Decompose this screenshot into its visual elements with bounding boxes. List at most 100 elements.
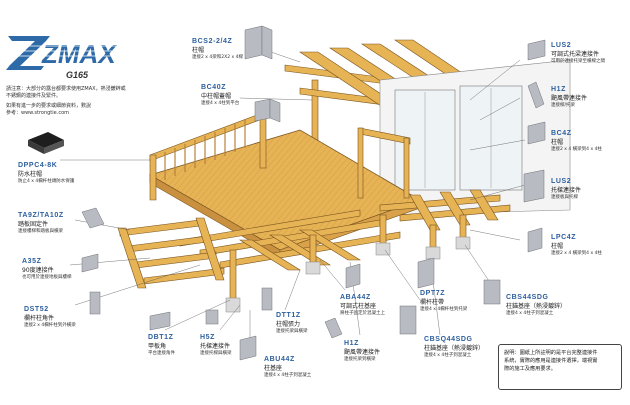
connector-name: 中柱帽蓋帽 bbox=[201, 93, 232, 100]
connector-name: 可調式托梁連接件 bbox=[551, 51, 600, 58]
zmax-logo-graphic: ZMAX bbox=[6, 36, 126, 70]
bracket-icon bbox=[254, 98, 281, 123]
connector-name: 90度連接件 bbox=[22, 267, 54, 274]
connector-label: DPPC4-8K 防水柱帽 防止4 x 4欄杆柱頭防水保護 bbox=[18, 162, 74, 184]
connector-code: DTT1Z bbox=[276, 312, 301, 319]
connector-desc: 平台連接角件 bbox=[148, 351, 175, 356]
connector-code: BC40Z bbox=[201, 84, 227, 91]
intro-line: 參考：www.strongtie.com bbox=[6, 110, 70, 116]
connector-label: LPC4Z 柱帽 連接2 x 4 橫梁到4 x 4柱 bbox=[551, 234, 602, 256]
connector-label: LUS2 可調式托梁連接件 可用於連接托梁至橫樑之間 bbox=[551, 42, 605, 64]
connector-name: 托樑連接件 bbox=[200, 343, 231, 350]
bracket-icon bbox=[527, 227, 543, 253]
connector-code: ABA44Z bbox=[340, 294, 371, 301]
connector-name: 颶風帶連接件 bbox=[551, 95, 588, 102]
post-base-icon bbox=[345, 263, 361, 289]
connector-label: BCS2-2/4Z 柱帽 連接2 x 4梁和2X2 x 4樑 bbox=[192, 38, 243, 60]
railings bbox=[149, 107, 411, 201]
connector-name: 甲板角 bbox=[148, 343, 167, 350]
connector-name: 柱錨基座（熱浸鍍鋅） bbox=[424, 345, 485, 352]
note-line: 際的施工及應用要求。 bbox=[504, 366, 556, 372]
connector-desc: 防止4 x 4欄杆柱頭防水保護 bbox=[18, 179, 75, 184]
connector-code: DST52 bbox=[24, 306, 49, 313]
connector-name: 柱錨基座（熱浸鍍鋅） bbox=[506, 303, 567, 310]
connector-desc: 連接2 x 4欄杆柱到外橫梁 bbox=[24, 323, 76, 328]
connector-label: DPT7Z 欄杆柱帶 連接4 x 4欄杆柱到托梁 bbox=[420, 290, 467, 312]
connector-name: 颶風帶連接件 bbox=[344, 349, 381, 356]
bracket-icon bbox=[244, 25, 273, 60]
connector-name: 可調式柱基座 bbox=[340, 303, 377, 310]
note-line: 說明：圖紙上所註明的是平台完整連接件 bbox=[504, 350, 598, 356]
connector-name: 欄杆柱角件 bbox=[24, 315, 55, 322]
connector-name: 托樑連接件 bbox=[551, 187, 582, 194]
connector-name: 防水柱帽 bbox=[18, 171, 43, 178]
connector-label: CBSQ44SDG 柱錨基座（熱浸鍍鋅） 連接4 x 4柱子到混凝土 bbox=[424, 336, 484, 358]
connector-desc: 連接2 x 4梁和2X2 x 4樑 bbox=[192, 55, 243, 60]
connector-code: CBSQ44SDG bbox=[424, 336, 473, 343]
connector-desc: 連接板與托樑 bbox=[551, 195, 578, 200]
tension-tie-icon bbox=[261, 287, 273, 311]
connector-desc: 連接托梁到橫梁 bbox=[344, 357, 376, 362]
connector-code: A35Z bbox=[22, 258, 42, 265]
angle-icon bbox=[81, 253, 99, 273]
zmax-logo: ZMAX bbox=[6, 32, 126, 80]
connector-code: DBT1Z bbox=[148, 334, 174, 341]
logo-brand-text: ZMAX bbox=[41, 39, 117, 69]
connector-name: 欄杆柱帶 bbox=[420, 299, 445, 306]
note-box: 說明：圖紙上所註明的是平台完整連接件 系統，實際的應用是連接件選擇，端視實 際的… bbox=[498, 344, 622, 390]
connector-desc: 連接樑/托梁 bbox=[551, 103, 576, 108]
connector-desc: 連接4 x 4柱到平台 bbox=[201, 101, 240, 106]
connector-desc: 連接托梁與橫梁 bbox=[276, 329, 308, 334]
connector-desc: 連接4 x 4柱子到混凝土 bbox=[264, 373, 312, 378]
connector-code: ABU44Z bbox=[264, 356, 295, 363]
bracket-icon bbox=[527, 121, 546, 145]
connector-code: DPT7Z bbox=[420, 290, 446, 297]
connector-label: H5Z 托樑連接件 連接托樑與橫梁 bbox=[200, 334, 232, 356]
connector-desc: 將柱子固定於混凝土上 bbox=[340, 311, 385, 316]
bracket-icon bbox=[527, 39, 546, 61]
connector-code: BCS2-2/4Z bbox=[192, 38, 233, 45]
tread-bracket-icon bbox=[81, 207, 105, 229]
hanger-icon bbox=[523, 169, 545, 203]
connector-name: 柱基座 bbox=[264, 365, 283, 372]
connector-name: 柱帽 bbox=[551, 243, 564, 250]
connector-code: LUS2 bbox=[551, 178, 572, 185]
connector-label: LUS2 托樑連接件 連接板與托樑 bbox=[551, 178, 581, 200]
connector-name: 柱帽 bbox=[192, 47, 205, 54]
post-anchor-icon bbox=[483, 279, 501, 305]
steps bbox=[117, 217, 225, 289]
model-number: G165 bbox=[66, 70, 89, 80]
connector-desc: 連接4 x 4柱子到混凝土 bbox=[424, 353, 472, 358]
connector-code: LPC4Z bbox=[551, 234, 577, 241]
connector-name: 柱帽張力 bbox=[276, 321, 301, 328]
intro-line: 如果有進一步的要求或細節資料，數說 bbox=[6, 103, 92, 109]
connector-code: H1Z bbox=[344, 340, 360, 347]
connector-desc: 連接樓梯和踏板與橫梁 bbox=[18, 229, 63, 234]
intro-line: 不銹鋼的連接件及緊件。 bbox=[6, 93, 62, 99]
connector-desc: 連接4 x 4欄杆柱到托梁 bbox=[420, 307, 468, 312]
connector-code: H1Z bbox=[551, 86, 567, 93]
connector-label: DBT1Z 甲板角 平台連接角件 bbox=[148, 334, 175, 356]
connector-label: BC40Z 中柱帽蓋帽 連接4 x 4柱到平台 bbox=[201, 84, 239, 106]
connector-desc: 連接4 x 4柱子到混凝土 bbox=[506, 311, 554, 316]
connector-code: LUS2 bbox=[551, 42, 572, 49]
angle-icon bbox=[149, 311, 171, 331]
connector-code: DPPC4-8K bbox=[18, 162, 58, 169]
connector-desc: 也可用於連接地板與樓梯 bbox=[22, 275, 72, 280]
connector-desc: 連接2 x 4 橫梁到4 x 4柱 bbox=[551, 147, 602, 152]
connector-label: A35Z 90度連接件 也可用於連接地板與樓梯 bbox=[22, 258, 72, 280]
connector-label: ABA44Z 可調式柱基座 將柱子固定於混凝土上 bbox=[340, 294, 385, 316]
post-anchor-icon bbox=[399, 305, 417, 335]
connector-label: H1Z 颶風帶連接件 連接托梁到橫梁 bbox=[344, 340, 380, 362]
connector-desc: 連接托樑與橫梁 bbox=[200, 351, 232, 356]
connector-label: H1Z 颶風帶連接件 連接樑/托梁 bbox=[551, 86, 587, 108]
connector-label: DST52 欄杆柱角件 連接2 x 4欄杆柱到外橫梁 bbox=[24, 306, 76, 328]
strap-icon bbox=[324, 317, 343, 339]
connector-code: BC4Z bbox=[551, 130, 572, 137]
clip-icon bbox=[205, 309, 219, 325]
connector-label: DTT1Z 柱帽張力 連接托梁與橫梁 bbox=[276, 312, 308, 334]
connector-code: CBS44SDG bbox=[506, 294, 549, 301]
